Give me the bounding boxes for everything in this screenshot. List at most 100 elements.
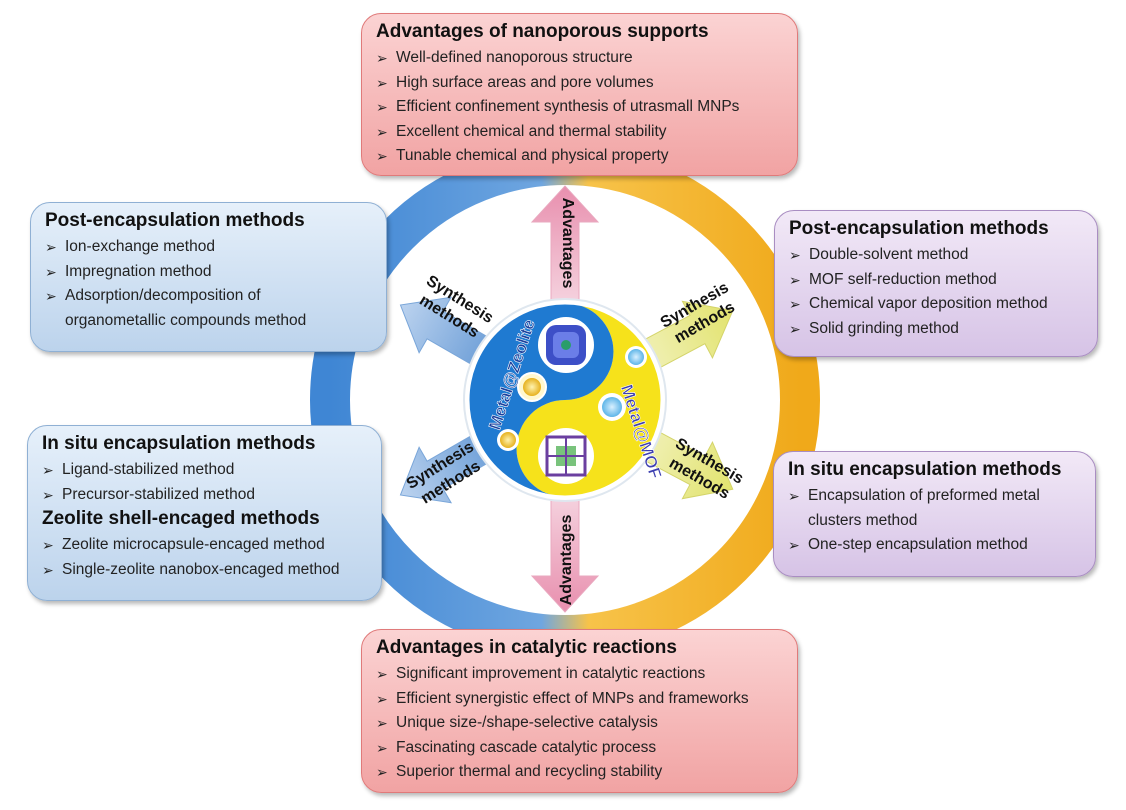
- list-item: ➢ Precursor-stabilized method: [42, 483, 369, 508]
- list-item: ➢ Adsorption/decomposition of: [45, 284, 374, 309]
- list-item: ➢ Single-zeolite nanobox-encaged method: [42, 558, 369, 583]
- bullet-list: ➢ Encapsulation of preformed metal cluste…: [788, 484, 1083, 558]
- box-nanoporous-advantages: Advantages of nanoporous supports ➢ Well-…: [361, 13, 798, 176]
- box-mof-post-encapsulation: Post-encapsulation methods ➢ Double-solve…: [774, 210, 1098, 357]
- label-advantages-top: Advantages: [559, 198, 576, 289]
- zeolite-particle-icon: [497, 429, 519, 451]
- bullet-arrow-icon: ➢: [42, 462, 54, 478]
- mof-particle-icon: [598, 393, 626, 421]
- list-item-text: Adsorption/decomposition of: [65, 287, 261, 304]
- list-item-text: Precursor-stabilized method: [62, 485, 255, 503]
- list-item-text: Ion-exchange method: [65, 238, 215, 255]
- label-advantages-bottom: Advantages: [558, 515, 575, 606]
- list-item-text: clusters method: [808, 511, 918, 529]
- bullet-list: ➢ Well-defined nanoporous structure ➢ High…: [376, 46, 785, 169]
- list-item: ➢ Efficient synergistic effect of MNPs an…: [376, 687, 785, 712]
- list-item-text: Fascinating cascade catalytic process: [396, 738, 657, 756]
- bullet-list: ➢ Significant improvement in catalytic re…: [376, 662, 785, 785]
- list-item-text: One-step encapsulation method: [808, 536, 1028, 553]
- zeolite-particle-icon: [517, 372, 547, 402]
- bullet-arrow-icon: ➢: [45, 239, 57, 255]
- bullet-arrow-icon: ➢: [376, 666, 388, 682]
- box-title: Advantages of nanoporous supports: [376, 21, 709, 42]
- list-item-text: Efficient synergistic effect of MNPs and…: [396, 689, 749, 707]
- list-item: ➢ Significant improvement in catalytic re…: [376, 662, 785, 687]
- bullet-list: ➢ Ion-exchange method ➢ Impregnation metho…: [45, 235, 374, 333]
- bullet-list: ➢ Double-solvent method ➢ MOF self-reducti…: [789, 243, 1085, 341]
- list-item-text: High surface areas and pore volumes: [396, 73, 654, 91]
- bullet-arrow-icon: ➢: [789, 271, 801, 288]
- list-item: ➢ Unique size-/shape-selective catalysis: [376, 711, 785, 736]
- bullet-arrow-icon: ➢: [42, 537, 54, 553]
- box-title: Post-encapsulation methods: [45, 210, 305, 231]
- box-title: Post-encapsulation methods: [789, 218, 1049, 239]
- list-item-text: Tunable chemical and physical property: [396, 147, 669, 164]
- list-item: ➢ Chemical vapor deposition method: [789, 292, 1085, 317]
- list-item-text: organometallic compounds method: [65, 311, 307, 329]
- bullet-arrow-icon: ➢: [376, 123, 388, 140]
- bullet-arrow-icon: ➢: [788, 537, 800, 553]
- list-item-continuation: organometallic compounds method: [45, 309, 374, 334]
- list-item-text: MOF self-reduction method: [809, 270, 997, 288]
- list-item-text: Encapsulation of preformed metal: [808, 487, 1040, 504]
- list-item-continuation: clusters method: [788, 509, 1083, 534]
- list-item: ➢ Impregnation method: [45, 260, 374, 285]
- list-item: ➢ One-step encapsulation method: [788, 533, 1083, 558]
- list-item-text: Single-zeolite nanobox-encaged method: [62, 560, 340, 578]
- list-item: ➢ Encapsulation of preformed metal: [788, 484, 1083, 509]
- list-item-text: Significant improvement in catalytic rea…: [396, 665, 706, 682]
- list-item-text: Well-defined nanoporous structure: [396, 49, 633, 66]
- zeolite-cage-icon: [538, 317, 594, 373]
- list-item: ➢ Efficient confinement synthesis of utra…: [376, 95, 785, 120]
- list-item: ➢ Tunable chemical and physical property: [376, 144, 785, 169]
- yin-yang-core: Metal@Zeolite Metal@MOF: [463, 298, 667, 502]
- list-item: ➢ Double-solvent method: [789, 243, 1085, 268]
- list-item-text: Impregnation method: [65, 262, 212, 280]
- bullet-arrow-icon: ➢: [789, 320, 801, 337]
- box-title: Advantages in catalytic reactions: [376, 637, 677, 658]
- list-item-text: Efficient confinement synthesis of utras…: [396, 98, 740, 115]
- bullet-arrow-icon: ➢: [42, 561, 54, 578]
- mof-particle-icon: [625, 346, 647, 368]
- list-item-text: Excellent chemical and thermal stability: [396, 122, 667, 140]
- list-item: ➢ Zeolite microcapsule-encaged method: [42, 533, 369, 558]
- list-item: ➢ High surface areas and pore volumes: [376, 71, 785, 96]
- bullet-arrow-icon: ➢: [376, 764, 388, 780]
- box-catalytic-advantages: Advantages in catalytic reactions ➢ Signi…: [361, 629, 798, 793]
- bullet-arrow-icon: ➢: [789, 247, 801, 263]
- bullet-arrow-icon: ➢: [376, 715, 388, 731]
- list-item: ➢ Solid grinding method: [789, 317, 1085, 342]
- list-item: ➢ Excellent chemical and thermal stabilit…: [376, 120, 785, 145]
- list-item: ➢ Ion-exchange method: [45, 235, 374, 260]
- list-item-text: Superior thermal and recycling stability: [396, 763, 663, 780]
- list-item: ➢ Ligand-stabilized method: [42, 458, 369, 483]
- list-item-text: Double-solvent method: [809, 246, 969, 263]
- bullet-arrow-icon: ➢: [788, 488, 800, 504]
- bullet-arrow-icon: ➢: [376, 690, 388, 707]
- list-item: ➢ Well-defined nanoporous structure: [376, 46, 785, 71]
- list-item: ➢ Fascinating cascade catalytic process: [376, 736, 785, 761]
- bullet-arrow-icon: ➢: [789, 296, 801, 312]
- list-item: ➢ Superior thermal and recycling stabilit…: [376, 760, 785, 785]
- list-item-text: Ligand-stabilized method: [62, 461, 235, 478]
- bullet-arrow-icon: ➢: [376, 99, 388, 115]
- bullet-arrow-icon: ➢: [45, 288, 57, 304]
- box-subtitle: Zeolite shell-encaged methods: [42, 508, 320, 529]
- box-title: In situ encapsulation methods: [788, 459, 1062, 480]
- list-item-text: Unique size-/shape-selective catalysis: [396, 714, 658, 731]
- list-item: ➢ MOF self-reduction method: [789, 268, 1085, 293]
- list-item-text: Zeolite microcapsule-encaged method: [62, 536, 325, 553]
- box-zeolite-insitu-and-shell: In situ encapsulation methods ➢Ligand-st…: [27, 425, 382, 601]
- mof-cage-icon: [538, 428, 594, 484]
- bullet-list: ➢ Zeolite microcapsule-encaged method ➢ Si…: [42, 533, 369, 582]
- list-item-text: Solid grinding method: [809, 319, 959, 337]
- bullet-arrow-icon: ➢: [376, 739, 388, 756]
- bullet-arrow-icon: ➢: [376, 148, 388, 164]
- bullet-arrow-icon: ➢: [45, 263, 57, 280]
- box-zeolite-post-encapsulation: Post-encapsulation methods ➢ Ion-exchange…: [30, 202, 387, 352]
- bullet-arrow-icon: ➢: [376, 50, 388, 66]
- list-item-text: Chemical vapor deposition method: [809, 295, 1048, 312]
- bullet-arrow-icon: ➢: [42, 486, 54, 503]
- bullet-list: ➢ Ligand-stabilized method ➢ Precursor-sta…: [42, 458, 369, 507]
- bullet-arrow-icon: ➢: [376, 74, 388, 91]
